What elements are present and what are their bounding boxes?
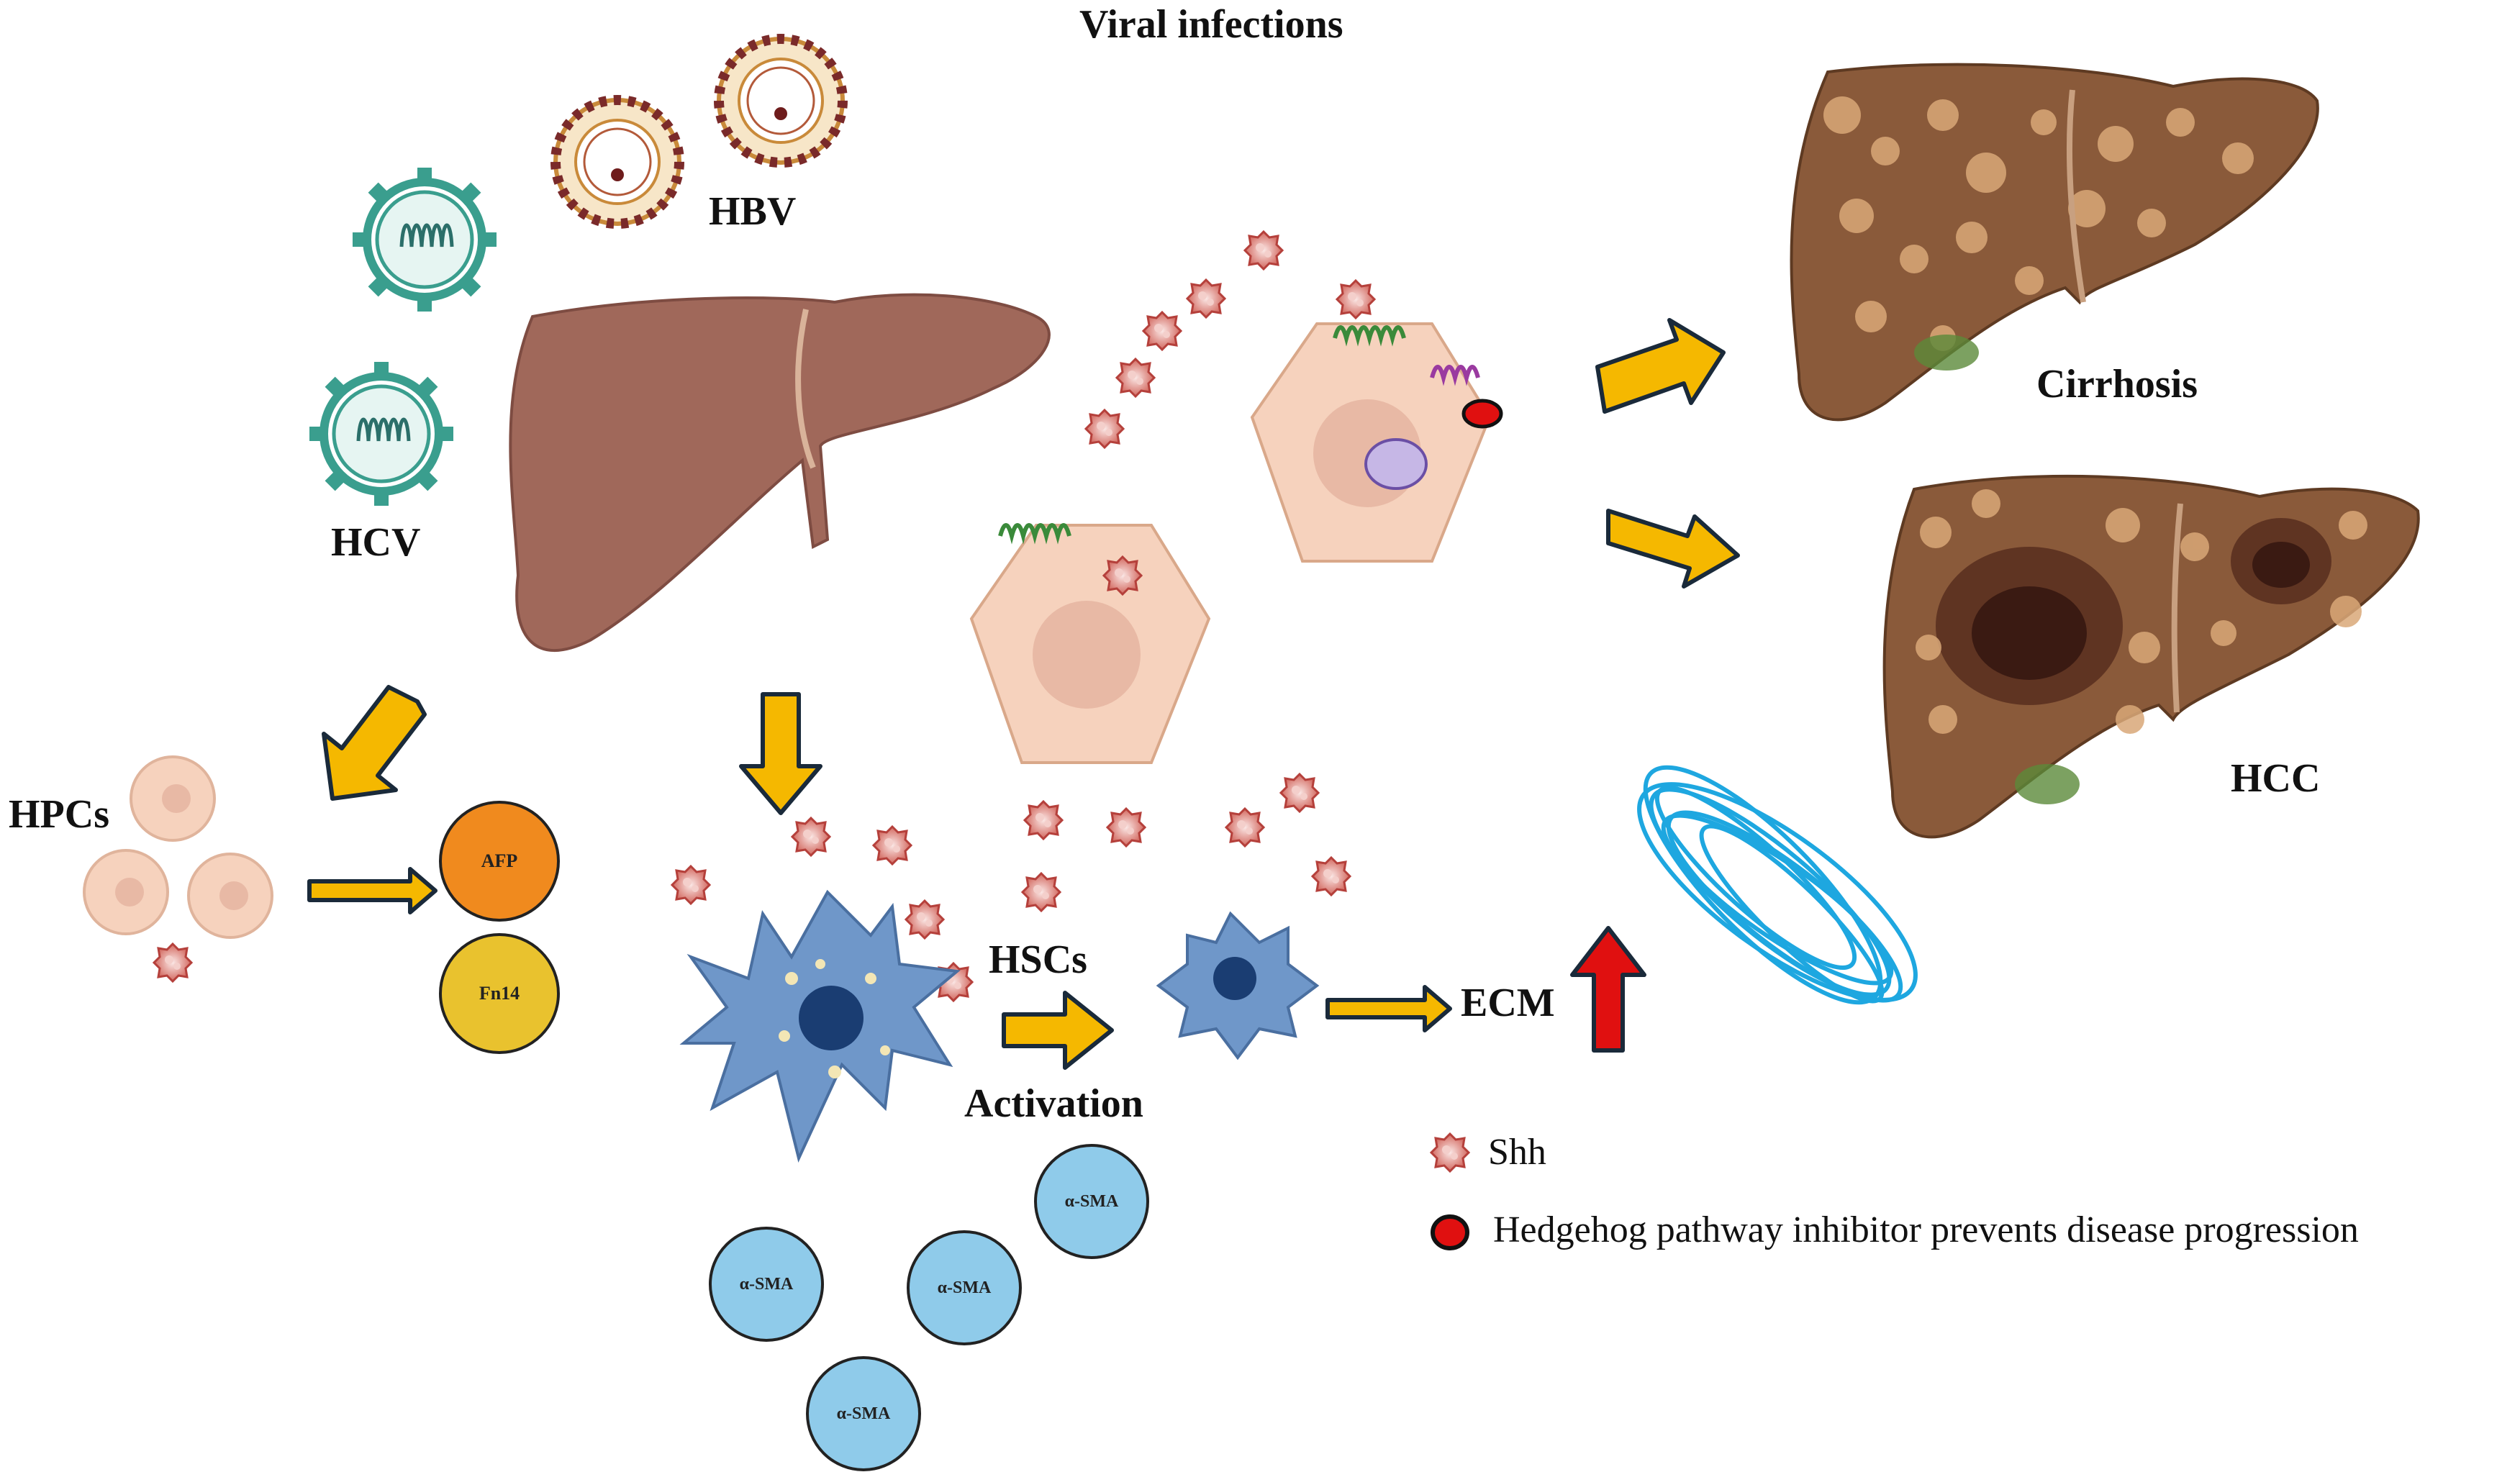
inhibitor-marker	[1461, 399, 1503, 429]
hcv-virus-bottom	[309, 362, 453, 506]
hsc-activated	[1156, 911, 1320, 1060]
arrow-hpc-to-markers	[307, 867, 438, 914]
label-hpcs: HPCs	[9, 792, 109, 837]
hbv-virus-right	[719, 39, 843, 163]
label-hcc: HCC	[2231, 756, 2321, 801]
legend-shh-label: Shh	[1488, 1132, 1546, 1173]
hepatocyte-bottom	[970, 523, 1210, 764]
hbv-virus-left	[556, 100, 679, 224]
liver-center	[509, 293, 1051, 653]
marker-fn14: Fn14	[439, 933, 560, 1054]
arrow-to-cirrhosis	[1595, 318, 1726, 414]
marker-asma-3: α-SMA	[907, 1230, 1022, 1345]
hepatocyte-top	[1251, 322, 1503, 563]
hcv-virus-top	[353, 168, 497, 312]
label-hbv: HBV	[709, 189, 797, 234]
legend-inhibitor-label: Hedgehog pathway inhibitor prevents dise…	[1493, 1209, 2359, 1250]
label-hscs: HSCs	[989, 937, 1087, 982]
liver-cirrhosis	[1790, 63, 2319, 422]
hsc-quiescent	[679, 889, 961, 1163]
hpc-cells	[83, 755, 273, 939]
label-hcv: HCV	[331, 520, 421, 565]
arrow-hsc-to-ecm	[1325, 985, 1452, 1032]
marker-afp: AFP	[439, 801, 560, 922]
label-cirrhosis: Cirrhosis	[2036, 362, 2198, 406]
marker-asma-2: α-SMA	[709, 1227, 824, 1342]
marker-asma-4: α-SMA	[806, 1356, 921, 1471]
legend-inhibitor-icon	[1431, 1214, 1469, 1250]
label-ecm: ECM	[1461, 981, 1555, 1025]
diagram-title: Viral infections	[1079, 2, 1343, 47]
arrow-liver-to-hsc	[739, 692, 822, 815]
liver-ligament	[795, 309, 816, 469]
label-activation: Activation	[964, 1081, 1143, 1126]
yellow-arrows	[307, 318, 1740, 1070]
marker-asma-1: α-SMA	[1034, 1144, 1149, 1259]
legend-shh-icon	[1430, 1132, 1470, 1173]
ecm-fibers	[1637, 765, 1918, 1005]
red-up-arrow	[1570, 926, 1646, 1053]
arrow-hsc-activation	[1002, 991, 1114, 1070]
liver-hcc	[1882, 474, 2420, 839]
arrow-to-hcc	[1606, 509, 1740, 589]
arrow-liver-to-hpc	[322, 685, 427, 801]
